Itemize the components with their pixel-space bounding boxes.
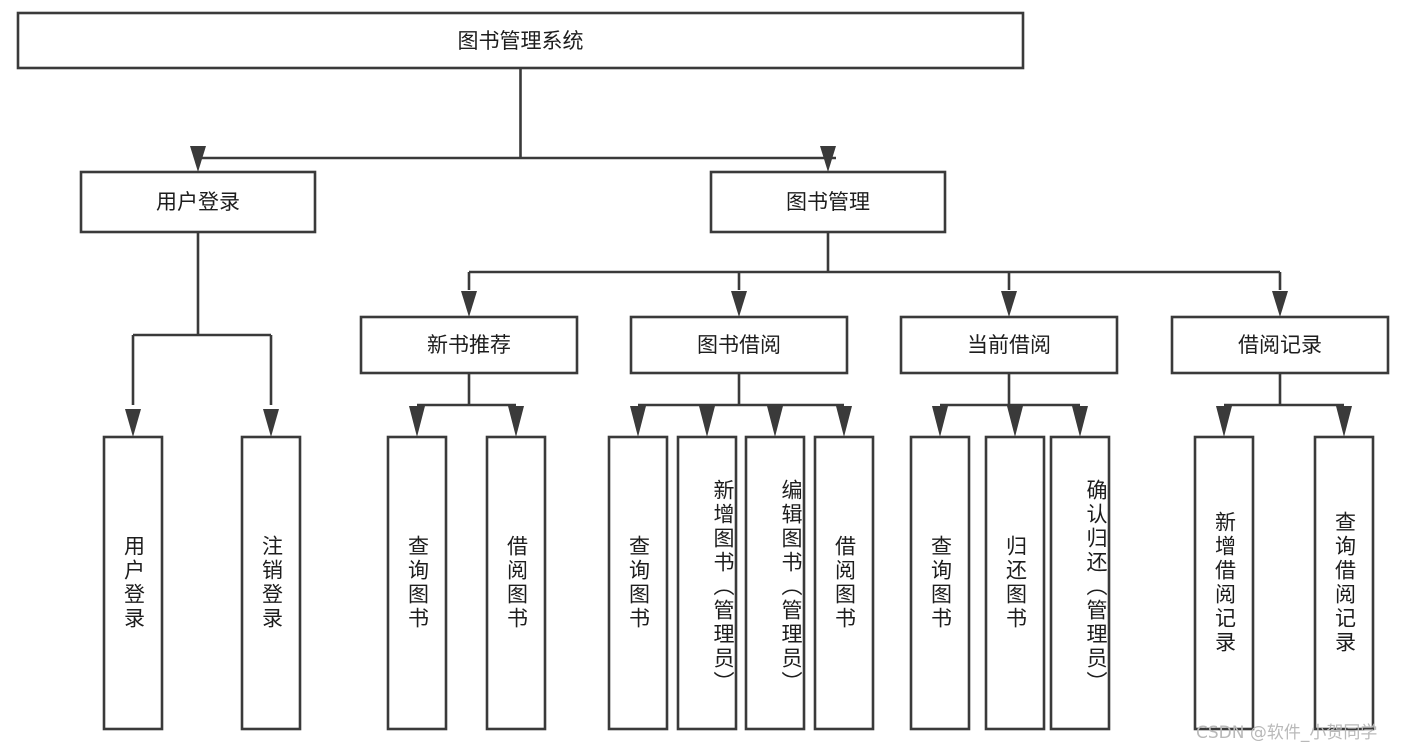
node-new-book-recommend-label: 新书推荐 [427, 333, 511, 357]
node-root[interactable]: 图书管理系统 [16, 11, 1025, 70]
arrow-head-leaf-query-book-3 [932, 406, 948, 437]
leaf-box-borrow-book-1[interactable] [485, 435, 547, 731]
leaf-box-query-book-2[interactable] [607, 435, 669, 731]
node-user-login[interactable]: 用户登录 [79, 170, 317, 234]
leaf-box-user-logout[interactable] [240, 435, 302, 731]
node-book-management-label: 图书管理 [786, 190, 870, 214]
leaf-box-add-book[interactable] [676, 435, 738, 731]
csdn-watermark: CSDN @软件_小贺同学 [1196, 723, 1378, 743]
node-book-management-box[interactable] [709, 170, 947, 234]
arrow-head-borrow-records [1272, 291, 1288, 317]
leaf-box-edit-book[interactable] [744, 435, 806, 731]
node-new-book-recommend[interactable]: 新书推荐 [359, 315, 579, 375]
arrow-head-leaf-add-book [699, 406, 715, 437]
leaf-box-query-record[interactable] [1313, 435, 1375, 731]
leaf-box-add-record[interactable] [1193, 435, 1255, 731]
arrow-head-new-book-recommend [461, 291, 477, 317]
node-user-login-box[interactable] [79, 170, 317, 234]
leaf-box-confirm-return[interactable] [1049, 435, 1111, 731]
arrow-head-book-borrow [731, 291, 747, 317]
arrow-head-leaf-confirm-return [1072, 406, 1088, 437]
leaf-node-layer [102, 435, 1375, 731]
leaf-box-query-book-1[interactable] [386, 435, 448, 731]
arrow-head-current-borrow [1001, 291, 1017, 317]
arrow-head-leaf-borrow-book-2 [836, 406, 852, 437]
arrow-head-leaf-edit-book [767, 406, 783, 437]
arrow-head-leaf-user-logout [263, 409, 279, 437]
node-root-label: 图书管理系统 [458, 29, 584, 53]
arrow-head-leaf-query-book-1 [409, 406, 425, 437]
arrow-head-leaf-query-book-2 [630, 406, 646, 437]
node-borrow-records-label: 借阅记录 [1238, 333, 1322, 357]
node-book-borrow-box[interactable] [629, 315, 849, 375]
leaf-box-user-login[interactable] [102, 435, 164, 731]
arrow-head-leaf-return-book [1007, 406, 1023, 437]
node-current-borrow-label: 当前借阅 [967, 333, 1051, 357]
connector-layer [125, 68, 1352, 437]
leaf-box-borrow-book-2[interactable] [813, 435, 875, 731]
arrow-head-book-management [820, 146, 836, 172]
node-current-borrow-box[interactable] [899, 315, 1119, 375]
arrow-head-user-login [190, 146, 206, 172]
node-book-borrow[interactable]: 图书借阅 [629, 315, 849, 375]
arrow-head-leaf-query-record [1336, 406, 1352, 437]
leaf-box-return-book[interactable] [984, 435, 1046, 731]
node-book-management[interactable]: 图书管理 [709, 170, 947, 234]
node-borrow-records[interactable]: 借阅记录 [1170, 315, 1390, 375]
node-current-borrow[interactable]: 当前借阅 [899, 315, 1119, 375]
arrow-head-leaf-add-record [1216, 406, 1232, 437]
arrow-head-leaf-user-login [125, 409, 141, 437]
node-root-box[interactable] [16, 11, 1025, 70]
node-user-login-label: 用户登录 [156, 190, 240, 214]
arrow-head-leaf-borrow-book-1 [508, 406, 524, 437]
node-new-book-recommend-box[interactable] [359, 315, 579, 375]
node-borrow-records-box[interactable] [1170, 315, 1390, 375]
node-book-borrow-label: 图书借阅 [697, 333, 781, 357]
leaf-box-query-book-3[interactable] [909, 435, 971, 731]
